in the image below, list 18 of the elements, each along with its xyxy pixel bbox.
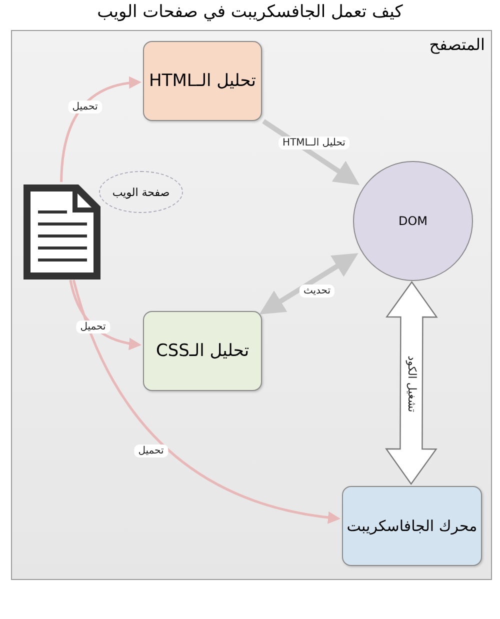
arrow [72,279,340,523]
cloud-shape: صفحة الويب [99,171,183,213]
edge-label: تحميل [134,444,168,458]
arrow [258,252,358,314]
process-box: تحليل الـHTML [143,41,262,121]
arrow [60,76,141,182]
edge-label: تحميل [68,100,102,114]
diagram-title: كيف تعمل الجافسكريبت في صفحات الويب [97,2,403,22]
arrow [262,118,360,185]
edge-label: تحليل الـHTML [278,136,350,150]
dom-circle: DOM [353,161,473,281]
process-box: محرك الجافاسكريبت [342,486,482,566]
document-icon [23,184,101,280]
edge-label: تحميل [76,320,110,334]
process-box: تحليل الـCSS [143,311,262,391]
edge-label: تحديث [299,284,335,298]
browser-frame [11,30,492,580]
frame-label: المتصفح [429,35,485,54]
